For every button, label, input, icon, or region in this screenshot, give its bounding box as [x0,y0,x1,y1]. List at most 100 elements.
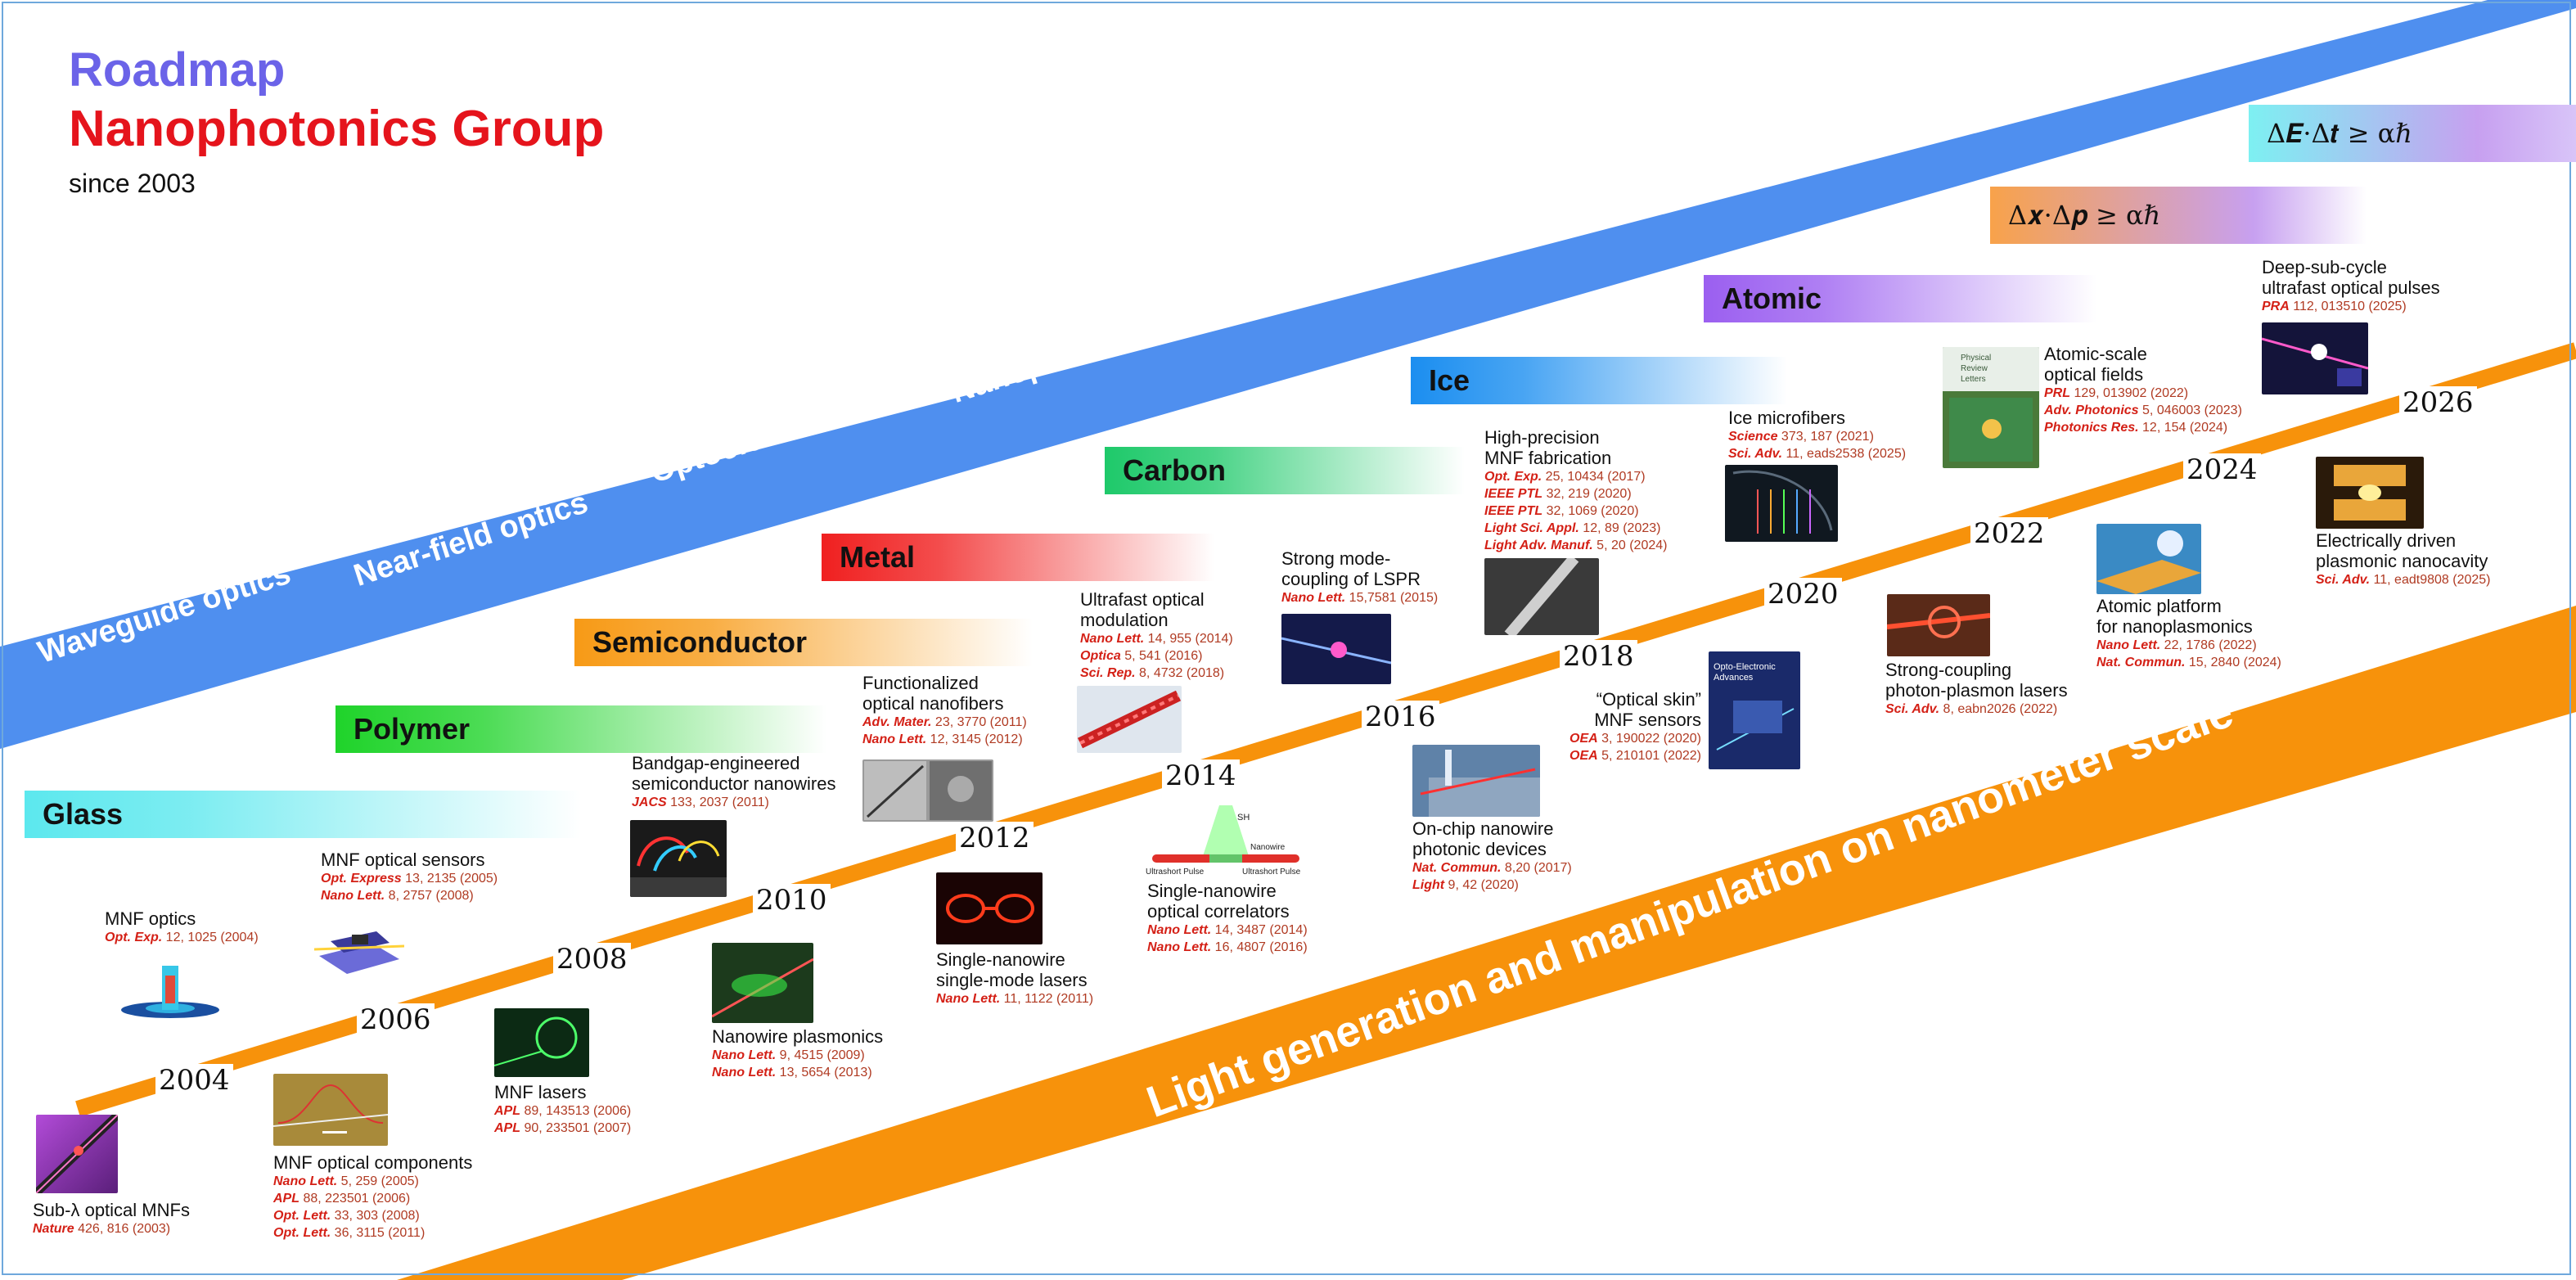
reference-line: PRA 112, 013510 (2025) [2262,298,2440,315]
citation-details: 32, 1069 (2020) [1542,504,1639,518]
year-label: 2020 [1764,578,1842,611]
journal-name: Opt. Lett. [273,1209,331,1223]
reference-line: Light 9, 42 (2020) [1412,877,1572,894]
year-label: 2012 [956,822,1034,854]
milestone-title: Single-nanowire [936,949,1065,970]
reference-line: APL 88, 223501 (2006) [273,1190,472,1207]
citation-details: 25, 10434 (2017) [1542,470,1646,484]
milestone-title: Functionalized [862,673,979,693]
citation-details: 16, 4807 (2016) [1211,940,1308,954]
citation-details: 22, 1786 (2022) [2160,638,2257,652]
reference-line: Opt. Lett. 33, 303 (2008) [273,1207,472,1224]
on-chip-devices-image [1412,745,1540,817]
reference-line: JACS 133, 2037 (2011) [632,794,835,811]
citation-details: 14, 3487 (2014) [1211,923,1308,937]
year-label: 2016 [1362,701,1439,733]
journal-name: IEEE PTL [1484,487,1543,501]
year-label: 2018 [1560,640,1637,673]
journal-name: Nano Lett. [1147,940,1212,954]
year-label: 2022 [1970,517,2048,550]
year-label: 2026 [2399,386,2477,419]
mnf-components-image [273,1074,388,1146]
journal-name: Light [1412,878,1445,892]
journal-name: Nano Lett. [1281,591,1346,605]
milestone-title: for nanoplasmonics [2096,616,2253,637]
year-label: 2024 [2183,453,2261,486]
journal-name: Opt. Lett. [273,1226,331,1240]
journal-name: Light Sci. Appl. [1484,521,1579,535]
citation-details: 33, 303 (2008) [331,1209,420,1223]
citation-details: 15, 2840 (2024) [2185,656,2281,669]
journal-name: Opt. Exp. [1484,470,1542,484]
reference-line: Nano Lett. 5, 259 (2005) [273,1173,472,1190]
journal-name: Adv. Mater. [862,715,932,729]
year-label: 2008 [553,943,631,976]
journal-name: Nano Lett. [2096,638,2161,652]
reference-line: Nano Lett. 13, 5654 (2013) [712,1064,883,1081]
journal-name: Nano Lett. [321,889,385,903]
correlator-sh-label: SH [1237,813,1250,823]
correlator-nanowire-label: Nanowire [1250,843,1286,852]
citation-details: 8,20 (2017) [1501,861,1572,875]
mnf-optics-image [119,962,221,1021]
citation-details: 88, 223501 (2006) [299,1192,411,1206]
journal-name: Science [1728,430,1778,444]
journal-name: Sci. Adv. [1885,702,1940,716]
reference-line: Nat. Commun. 8,20 (2017) [1412,859,1572,877]
reference-line: Opt. Exp. 12, 1025 (2004) [105,929,259,946]
journal-name: APL [494,1104,520,1118]
momentum-uncertainty-equation: Δ𝒙·Δ𝒑 ≥ αℏ [1990,187,2367,244]
lspr-coupling-image [1281,614,1391,684]
milestone-title: Ice microfibers [1728,408,1846,428]
reference-line: Opt. Exp. 25, 10434 (2017) [1484,468,1667,485]
ultrafast-modulation-image [1077,686,1182,753]
photon-plasmon-laser-image [1887,594,1990,656]
reference-line: Nano Lett. 11, 1122 (2011) [936,990,1093,1007]
milestone-title: optical fields [2044,364,2144,385]
bandgap-nanowires-image [630,820,727,897]
correlator-pulse-left-label: Ultrashort Pulse [1146,868,1205,876]
milestone-title: semiconductor nanowires [632,773,836,794]
year-label: 2004 [155,1064,233,1097]
reference-line: Photonics Res. 12, 154 (2024) [2044,419,2242,436]
energy-time-uncertainty-equation: Δ𝑬·Δ𝒕 ≥ αℏ [2249,105,2576,162]
journal-name: Opt. Exp. [105,931,163,944]
year-label: 2014 [1162,759,1240,792]
citation-details: 112, 013510 (2025) [2289,300,2407,313]
milestone-title: MNF optical sensors [321,850,485,870]
material-polymer: Polymer [336,705,826,753]
journal-name: Nature [33,1222,74,1236]
journal-name: PRL [2044,386,2070,400]
journal-name: Nano Lett. [712,1048,777,1062]
year-label: 2006 [357,1003,435,1036]
reference-line: Light Sci. Appl. 12, 89 (2023) [1484,520,1667,537]
journal-name: APL [273,1192,299,1206]
material-semiconductor: Semiconductor [574,619,1033,666]
citation-details: 373, 187 (2021) [1777,430,1874,444]
reference-line: Sci. Adv. 11, eadt9808 (2025) [2316,571,2490,588]
plasmonic-nanocavity-image [2316,457,2424,529]
reference-line: OEA 5, 210101 (2022) [1569,747,1701,764]
reference-line: Opt. Lett. 36, 3115 (2011) [273,1224,472,1242]
milestone-title: ultrafast optical pulses [2262,277,2440,298]
journal-name: PRA [2262,300,2290,313]
citation-details: 5, 210101 (2022) [1597,749,1701,763]
banner-band [397,606,2576,1280]
citation-details: 13, 5654 (2013) [776,1066,872,1079]
citation-details: 5, 541 (2016) [1120,649,1203,663]
citation-details: 89, 143513 (2006) [520,1104,632,1118]
journal-name: OEA [1569,732,1598,746]
journal-name: Sci. Rep. [1080,666,1136,680]
timeline-bar [75,342,2576,1117]
citation-details: 9, 42 (2020) [1444,878,1519,892]
milestone-title: High-precision [1484,427,1600,448]
